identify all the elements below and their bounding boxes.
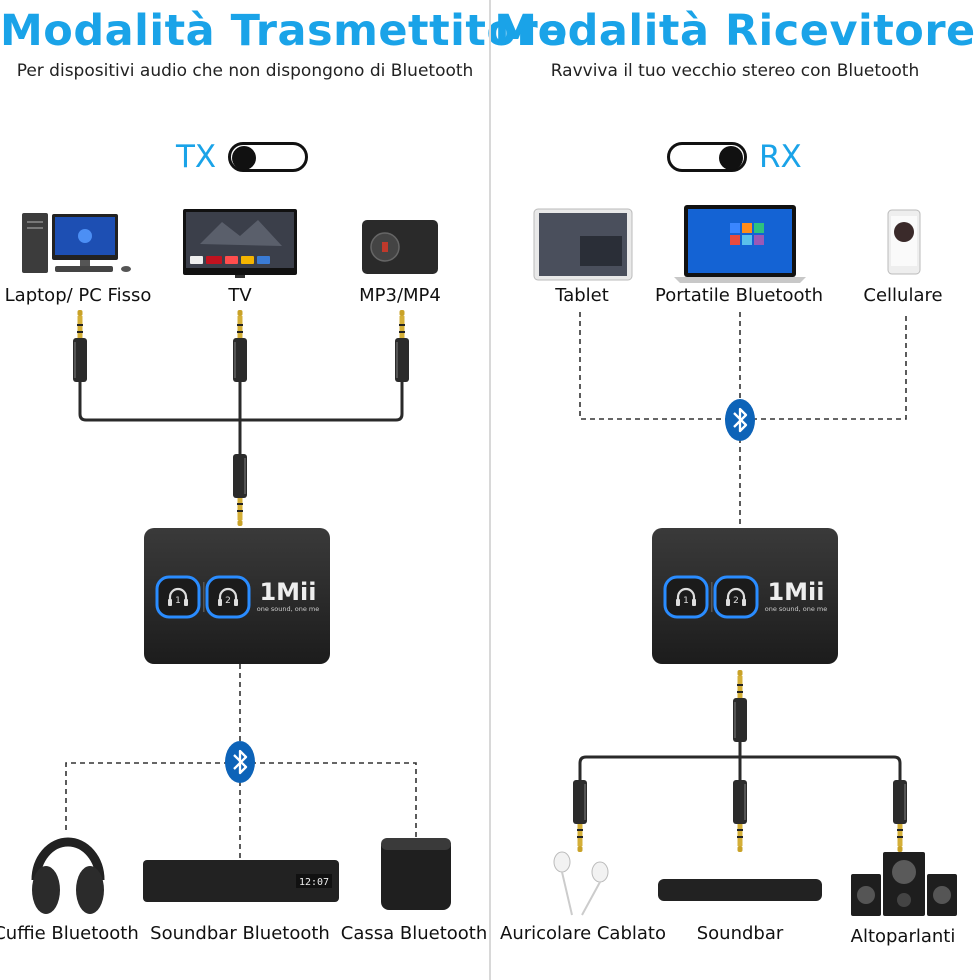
rx-output-label-earphones: Auricolare Cablato (500, 923, 666, 944)
panel-divider (489, 0, 491, 980)
tx-output-label-headphones: Cuffie Bluetooth (0, 923, 139, 944)
rx-output-cables (573, 670, 907, 852)
jack-plug-icon (73, 310, 87, 382)
rx-source-label-phone: Cellulare (863, 285, 943, 306)
rx-mode-switch: RX (667, 139, 802, 175)
tx-mode-label: TX (176, 139, 217, 175)
rx-output-label-speakers: Altoparlanti (850, 926, 956, 947)
brand-logo: 1Mii (259, 578, 316, 606)
speakers-icon (851, 852, 957, 916)
tx-output-label-speaker: Cassa Bluetooth (340, 923, 488, 944)
port-2-number: 2 (733, 596, 739, 606)
jack-plug-icon (233, 454, 247, 526)
tx-subtitle: Per dispositivi audio che non dispongono… (16, 61, 474, 81)
brand-logo: 1Mii (767, 578, 824, 606)
bt-speaker-icon (381, 838, 451, 910)
brand-tagline: one sound, one me (765, 605, 828, 613)
desktop-pc-icon (22, 213, 131, 273)
wired-earphones-icon (553, 851, 609, 916)
phone-icon (887, 209, 921, 275)
rx-subtitle: Ravviva il tuo vecchio stereo con Blueto… (550, 61, 920, 81)
port-2-number: 2 (225, 596, 231, 606)
rx-toggle (667, 142, 747, 172)
jack-plug-icon (233, 310, 247, 382)
tablet-icon (533, 208, 633, 281)
jack-plug-icon (733, 780, 747, 852)
jack-plug-icon (395, 310, 409, 382)
brand-tagline: one sound, one me (257, 605, 320, 613)
laptop-icon (674, 205, 806, 283)
rx-source-label-tablet: Tablet (555, 285, 609, 306)
rx-mode-label: RX (759, 139, 802, 175)
jack-plug-icon (733, 670, 747, 742)
tv-icon (183, 209, 297, 278)
receiver-panel: Modalità Ricevitore Ravviva il tuo vecch… (490, 0, 980, 980)
jack-plug-icon (893, 780, 907, 852)
jack-plug-icon (573, 780, 587, 852)
rx-title: Modalità Ricevitore (494, 6, 976, 56)
soundbar-bt-icon: 12:07 (143, 860, 339, 902)
transmitter-panel: Modalità Trasmettitore Per dispositivi a… (0, 6, 568, 175)
tx-source-label-pc: Laptop/ PC Fisso (4, 285, 152, 306)
tx-title: Modalità Trasmettitore (0, 6, 568, 56)
headphones-icon (31, 837, 105, 914)
tx-output-label-soundbar: Soundbar Bluetooth (150, 923, 330, 944)
tx-mode-switch: TX (176, 139, 309, 175)
bluetooth-icon (723, 397, 757, 443)
bluetooth-icon (223, 739, 257, 785)
tx-device: 1 2 1Mii one sound, one me (144, 528, 330, 664)
soundbar-icon (658, 879, 822, 901)
tx-source-label-mp3: MP3/MP4 (359, 285, 441, 306)
tx-bluetooth-links (65, 664, 417, 860)
port-1-number: 1 (683, 596, 689, 606)
soundbar-clock: 12:07 (299, 877, 329, 888)
mp3-player-icon (362, 220, 438, 274)
rx-source-label-laptop: Portatile Bluetooth (655, 285, 823, 306)
rx-output-label-soundbar: Soundbar (696, 923, 784, 944)
tx-toggle (228, 142, 309, 172)
port-1-number: 1 (175, 596, 181, 606)
tx-source-label-tv: TV (228, 285, 252, 306)
tx-source-cables (73, 310, 409, 526)
rx-device: 1 2 1Mii one sound, one me (652, 528, 838, 664)
